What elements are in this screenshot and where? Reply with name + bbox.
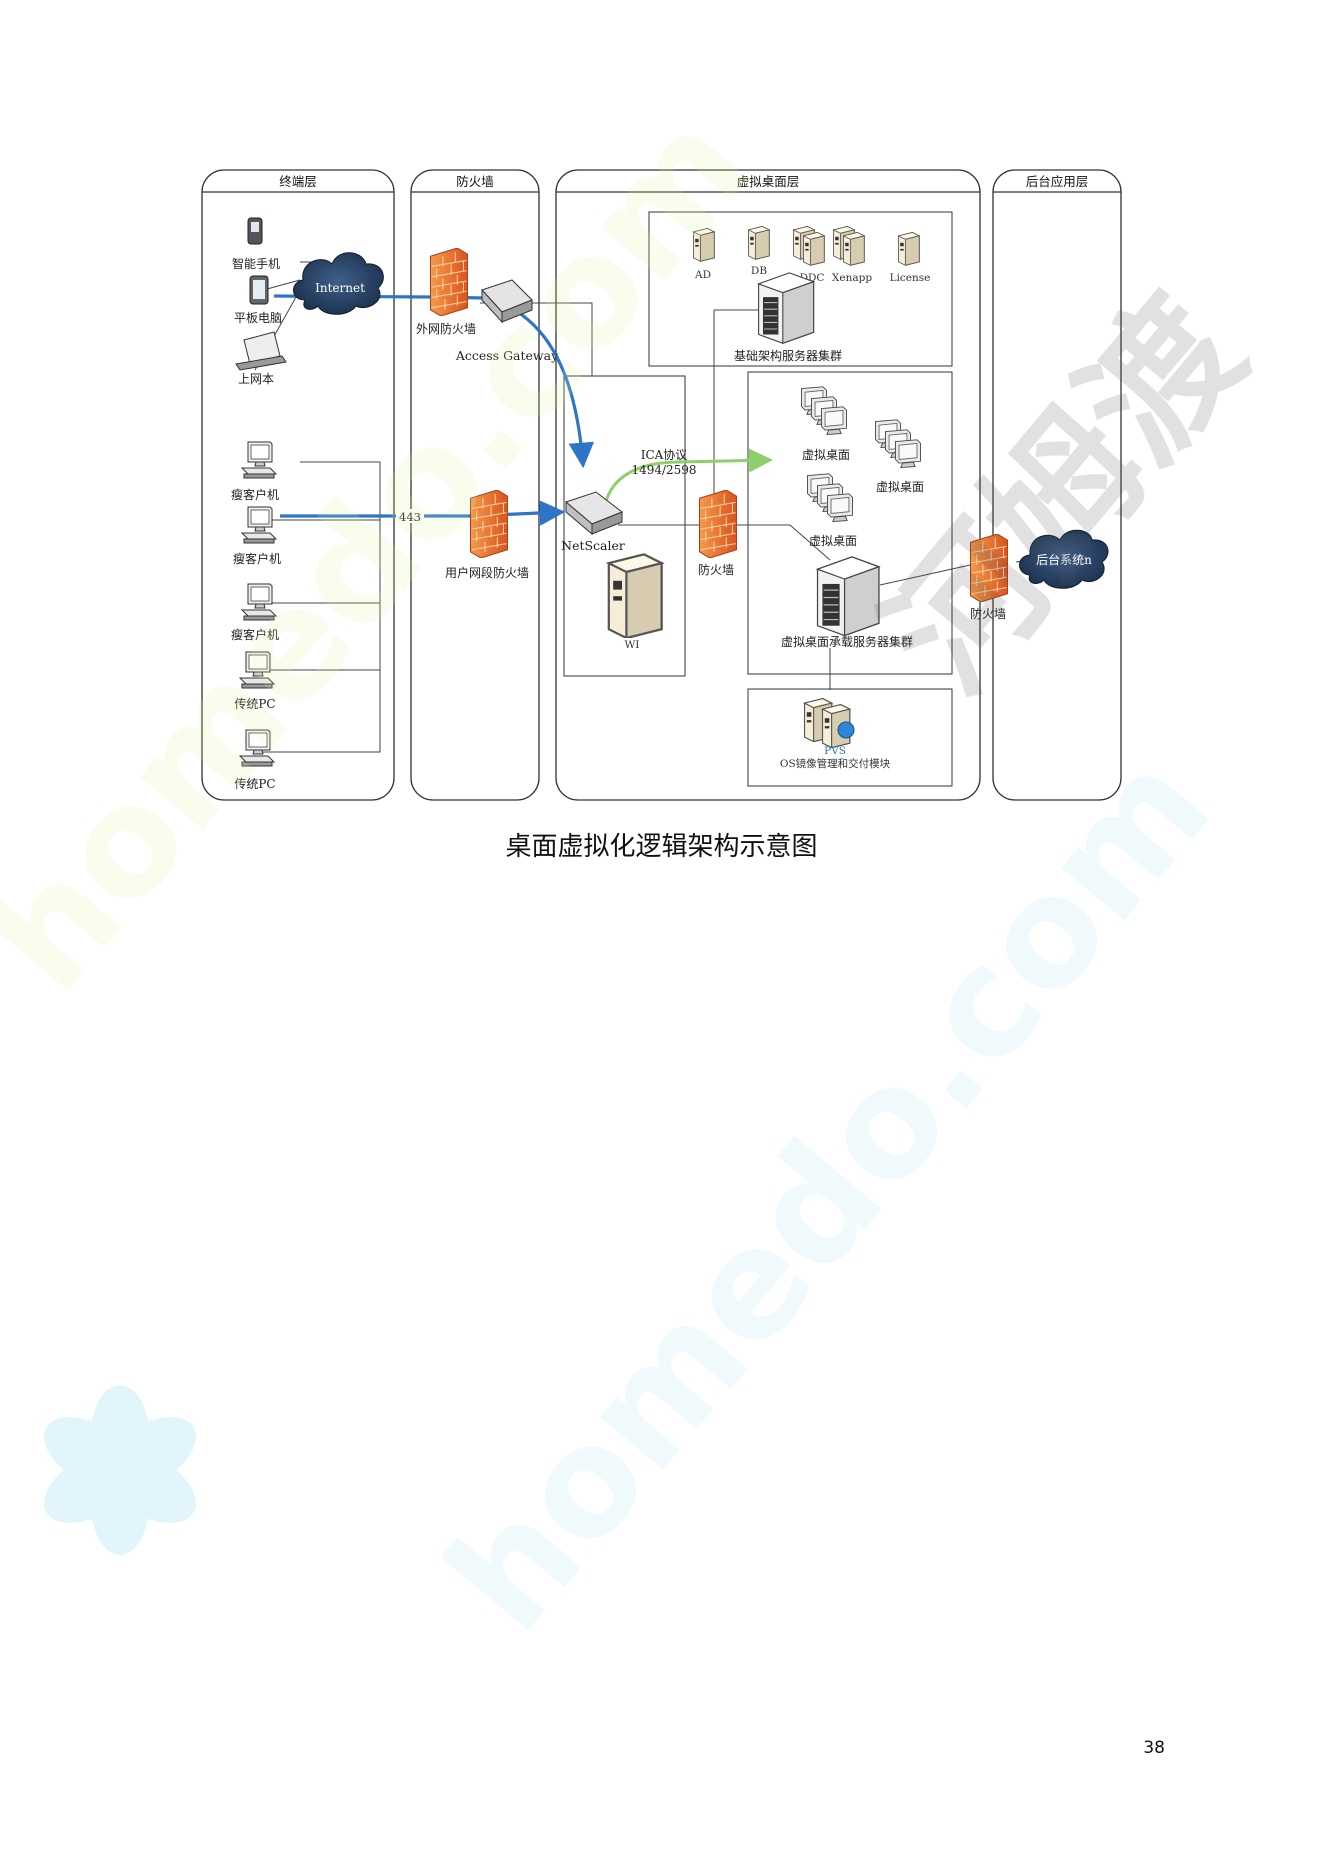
db-label: DB — [751, 265, 767, 277]
thin-client-label-1: 瘦客户机 — [231, 487, 279, 502]
internet-label: Internet — [315, 281, 365, 295]
figure-caption: 桌面虚拟化逻辑架构示意图 — [505, 832, 818, 862]
xenapp-server-icon — [833, 225, 865, 266]
smartphone-label: 智能手机 — [232, 256, 280, 271]
thin-client-label-2: 瘦客户机 — [233, 551, 281, 566]
port-label: 443 — [399, 510, 421, 524]
infra-cluster-label: 基础架构服务器集群 — [734, 348, 842, 363]
thin-client-label-3: 瘦客户机 — [231, 627, 279, 642]
internet-cloud-icon — [293, 252, 384, 315]
backend-cloud-icon — [1019, 529, 1109, 589]
pc-label-1: 传统PC — [234, 696, 275, 711]
pvs-desc-label: OS镜像管理和交付模块 — [780, 757, 891, 770]
ddc-server-icon — [793, 225, 825, 266]
infra-cluster-server-icon — [758, 272, 815, 344]
thin-client-icon-1 — [241, 441, 277, 479]
pc-label-2: 传统PC — [234, 776, 275, 791]
netscaler-icon — [564, 491, 624, 536]
backend-system-label: 后台系统n — [1036, 552, 1092, 567]
license-server-icon — [898, 231, 920, 266]
netbook-icon — [235, 331, 287, 371]
column-frames — [201, 169, 1122, 801]
license-label: License — [890, 272, 931, 284]
watermark-flower-logo — [44, 1385, 196, 1555]
virtual-desktop-label-3: 虚拟桌面 — [809, 534, 857, 548]
xenapp-label: Xenapp — [832, 272, 872, 284]
virtual-desktop-label-1: 虚拟桌面 — [802, 448, 850, 462]
ica-label-line1: ICA协议 — [641, 447, 688, 462]
watermark-text-1: homedo.com — [0, 81, 784, 1023]
column-terminal-header: 终端层 — [279, 174, 317, 189]
smartphone-icon — [247, 217, 263, 245]
pvs-server-icon — [803, 698, 855, 748]
tablet-icon — [249, 275, 269, 305]
ad-label: AD — [694, 269, 711, 281]
user-firewall-label: 用户网段防火墙 — [445, 565, 529, 580]
virtual-desktop-icon-1 — [801, 386, 847, 435]
inner-boxes — [563, 211, 953, 787]
access-gateway-icon — [481, 279, 533, 324]
column-vdi-header: 虚拟桌面层 — [737, 174, 800, 189]
column-firewall-header: 防火墙 — [456, 174, 494, 189]
access-gateway-label: Access Gateway — [455, 348, 559, 363]
virtual-desktop-label-2: 虚拟桌面 — [876, 480, 924, 494]
inner-firewall-label: 防火墙 — [698, 562, 734, 577]
netscaler-label: NetScaler — [561, 538, 625, 553]
pvs-label: PVS — [824, 745, 846, 757]
watermark-text-3: 河姆渡 — [854, 267, 1277, 724]
page-number: 38 — [1143, 1738, 1165, 1758]
ica-label-line2: 1494/2598 — [631, 463, 696, 477]
ica-flow — [603, 448, 773, 506]
netbook-label: 上网本 — [238, 372, 274, 386]
wi-label: WI — [625, 639, 640, 651]
outer-firewall-label: 外网防火墙 — [416, 321, 476, 336]
backend-firewall-label: 防火墙 — [970, 606, 1006, 621]
desktop-host-cluster-label: 虚拟桌面承载服务器集群 — [781, 634, 913, 649]
inner-firewall-icon — [698, 490, 737, 558]
virtual-desktop-icon-2 — [875, 419, 921, 468]
tablet-label: 平板电脑 — [234, 311, 282, 325]
wi-server-icon — [607, 553, 663, 638]
column-backend-header: 后台应用层 — [1026, 174, 1089, 189]
virtual-desktop-icon-3 — [807, 473, 853, 522]
